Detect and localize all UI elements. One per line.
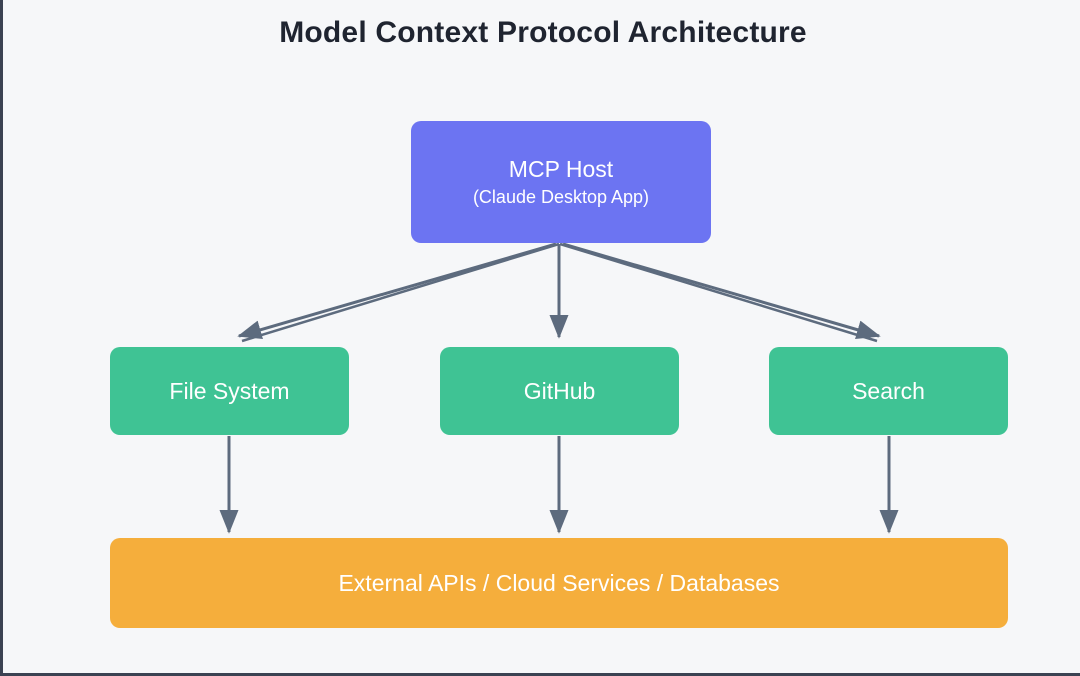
node-external-services-label: External APIs / Cloud Services / Databas…	[338, 569, 780, 596]
node-file-system[interactable]: File System	[110, 347, 349, 435]
node-mcp-host[interactable]: MCP Host (Claude Desktop App)	[411, 121, 711, 243]
node-search-label: Search	[852, 377, 925, 404]
edge-host-to-search	[559, 242, 881, 343]
node-file-system-label: File System	[169, 377, 290, 404]
page-title: Model Context Protocol Architecture	[279, 16, 807, 49]
node-mcp-host-label: MCP Host	[508, 156, 614, 183]
node-github[interactable]: GitHub	[440, 347, 679, 435]
node-external-services[interactable]: External APIs / Cloud Services / Databas…	[110, 538, 1008, 628]
node-mcp-host-sublabel: (Claude Desktop App)	[472, 187, 650, 208]
node-search[interactable]: Search	[769, 347, 1008, 435]
node-github-label: GitHub	[523, 377, 596, 404]
edge-host-to-file-system	[237, 242, 560, 343]
